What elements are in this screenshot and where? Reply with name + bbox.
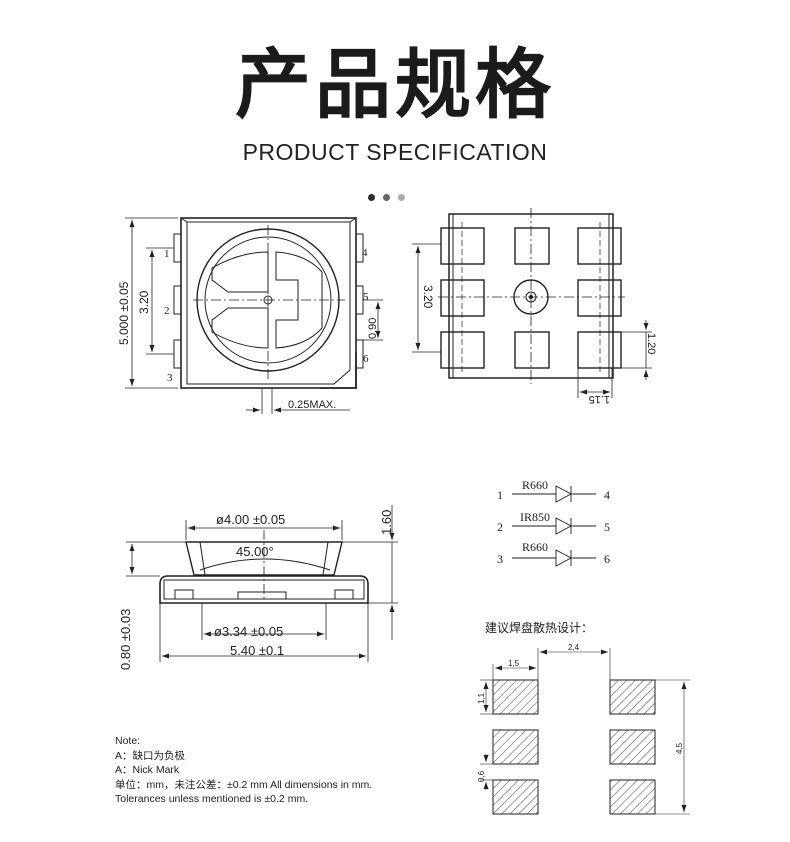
dim-top-height: 5.000 ±0.05: [117, 281, 131, 345]
pin-label-5: 5: [363, 291, 369, 303]
schematic: [512, 485, 596, 567]
pin-label-3: 3: [167, 372, 173, 384]
note-heading: Note:: [115, 735, 141, 747]
pin-label-4: 4: [362, 247, 368, 259]
dim-side-height: 1.60: [379, 510, 394, 535]
dim-top-inner: 3.20: [137, 290, 151, 314]
note-line-units: 单位：mm，未注公差：±0.2 mm All dimensions in mm.: [115, 778, 373, 791]
carousel-dot-3[interactable]: [398, 194, 405, 201]
dim-bottom-pad-h: 1.20: [645, 333, 657, 354]
dim-bottom-height: 3.20: [421, 285, 435, 309]
page-title-cn: 产品规格: [235, 40, 555, 129]
page-title-en: PRODUCT SPECIFICATION: [242, 139, 548, 165]
carousel-dots[interactable]: [368, 194, 405, 201]
dim-side-base: 0.80 ±0.03: [118, 609, 133, 670]
dim-side-angle: 45.00°: [236, 544, 274, 559]
pad-dim-gap: 2,4: [568, 643, 580, 652]
note-line-cathode-cn: A：缺口为负极: [115, 749, 186, 762]
schematic-label-3: R660: [522, 540, 548, 554]
pin-label-1: 1: [164, 248, 170, 260]
carousel-dot-2[interactable]: [383, 194, 390, 201]
schematic-right-3: 6: [604, 552, 610, 566]
dim-bottom-pad-w: 1.15: [589, 393, 610, 405]
schematic-label-1: R660: [522, 478, 548, 492]
carousel-dot-1[interactable]: [368, 194, 375, 201]
bottom-view: [412, 208, 652, 398]
top-view: [125, 217, 383, 414]
dim-side-top-dia: ø4.00 ±0.05: [216, 512, 285, 527]
note-line-cathode-en: A：Nick Mark: [115, 764, 180, 776]
schematic-right-2: 5: [604, 520, 610, 534]
schematic-label-2: IR850: [520, 510, 550, 524]
dim-side-width: 5.40 ±0.1: [230, 643, 284, 658]
notes-block: Note: A：缺口为负极 A：Nick Mark 单位：mm，未注公差：±0.…: [115, 734, 372, 807]
dim-top-notch: 0.25MAX.: [288, 399, 336, 411]
pin-label-6: 6: [363, 353, 369, 365]
dim-top-pitch: 0.90: [367, 318, 379, 339]
pad-dim-h: 1,1: [477, 692, 486, 704]
pad-dim-total: 4,5: [675, 742, 684, 754]
note-line-tolerance: Tolerances unless mentioned is ±0.2 mm.: [115, 793, 309, 805]
side-view: [126, 505, 398, 662]
schematic-right-1: 4: [604, 488, 610, 502]
pad-dim-w: 1,5: [508, 659, 520, 668]
dim-side-bottom-dia: ø3.34 ±0.05: [214, 624, 283, 639]
schematic-left-1: 1: [497, 488, 503, 502]
pad-design-title: 建议焊盘散热设计：: [485, 620, 593, 635]
pad-dim-pitch: 0,6: [477, 770, 486, 782]
pin-label-2: 2: [164, 305, 170, 317]
schematic-left-2: 2: [497, 520, 503, 534]
pad-design: [480, 648, 690, 815]
schematic-left-3: 3: [497, 552, 503, 566]
